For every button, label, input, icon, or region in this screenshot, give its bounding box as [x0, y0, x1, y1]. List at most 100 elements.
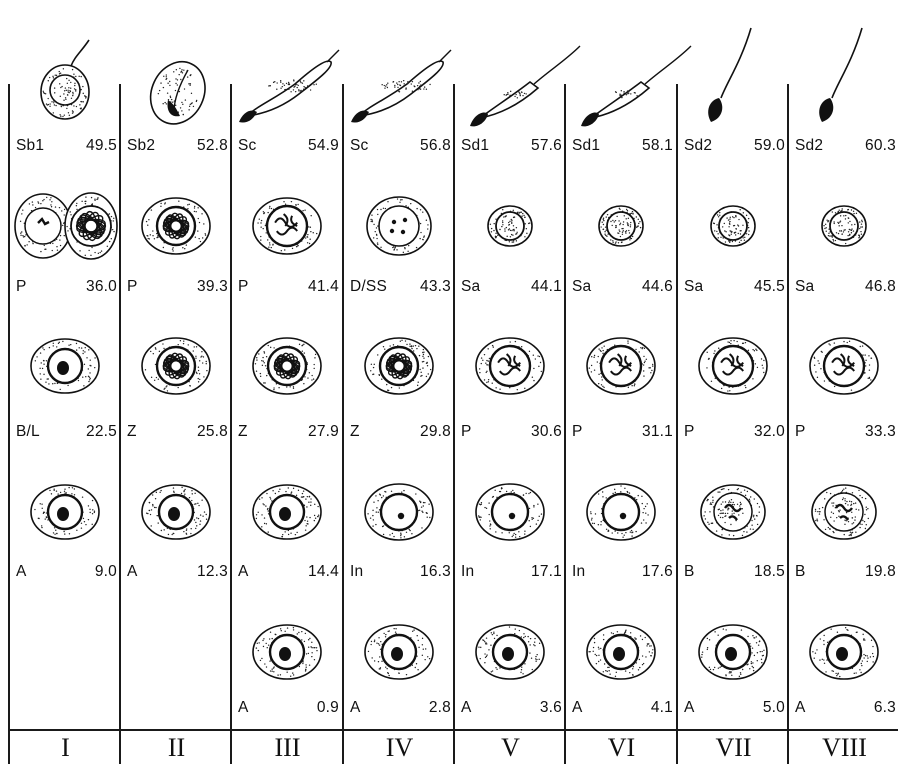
round-spermatid-small-icon: [455, 171, 565, 281]
dark-nucleus-cell-large-icon: [678, 597, 788, 707]
intermediate-cell-icon: [344, 457, 454, 567]
cell-type-code: P: [16, 276, 27, 298]
pachytene-cell-icon: [232, 171, 342, 281]
round-spermatid-small-icon: [678, 171, 788, 281]
cell-age-value: 36.0: [86, 276, 117, 298]
cell-age-value: 17.1: [531, 561, 562, 583]
cell-type-code: A: [461, 697, 472, 719]
cell-type-code: In: [461, 561, 474, 583]
cell-label: A4.1: [566, 697, 675, 719]
cell-age-value: 16.3: [420, 561, 451, 583]
zygotene-cell-icon: [232, 311, 342, 421]
cell-age-value: 57.6: [531, 135, 562, 157]
cell-type-code: P: [684, 421, 695, 443]
cell-type-code: In: [350, 561, 363, 583]
cell-age-value: 9.0: [95, 561, 117, 583]
intermediate-cell-icon: [455, 457, 565, 567]
dark-nucleus-cell-large-icon: [566, 597, 676, 707]
b-l-spermatocyte-pair-icon: [10, 171, 120, 281]
cell-type-code: Sd1: [461, 135, 489, 157]
stage-numeral: II: [121, 731, 232, 764]
cell-age-value: 45.5: [754, 276, 785, 298]
cell-label: P 41.4: [232, 276, 341, 298]
cell-type-code: Z: [127, 421, 137, 443]
cell-age-value: 19.8: [865, 561, 896, 583]
cell-label: P 36.0: [10, 276, 119, 298]
cap-spermatid-icon: [121, 37, 231, 147]
cell-age-value: 58.1: [642, 135, 673, 157]
cell-age-value: 0.9: [317, 697, 339, 719]
cell-age-value: 44.1: [531, 276, 562, 298]
cell-type-code: Z: [350, 421, 360, 443]
cell-age-value: 43.3: [420, 276, 451, 298]
dark-nucleus-cell-large-icon: [344, 597, 454, 707]
cell-type-code: P: [795, 421, 806, 443]
dark-nucleus-cell-large-icon: [232, 457, 342, 567]
cell-age-value: 31.1: [642, 421, 673, 443]
elongating-spermatid-icon: [232, 37, 342, 147]
type-b-cell-icon: [678, 457, 788, 567]
cell-age-value: 30.6: [531, 421, 562, 443]
cell-type-code: Sc: [238, 135, 257, 157]
mature-spermatid-icon: [678, 37, 788, 147]
zygotene-cell-icon: [121, 311, 231, 421]
round-spermatid-small-icon: [789, 171, 898, 281]
cell-type-code: B: [684, 561, 695, 583]
cell-type-code: A: [350, 697, 361, 719]
cell-type-code: Sb1: [16, 135, 44, 157]
cell-type-code: In: [572, 561, 585, 583]
cell-age-value: 17.6: [642, 561, 673, 583]
condensing-spermatid-icon: [566, 37, 676, 147]
cell-age-value: 46.8: [865, 276, 896, 298]
cell-age-value: 12.3: [197, 561, 228, 583]
cell-type-code: Sa: [684, 276, 703, 298]
cell-age-value: 44.6: [642, 276, 673, 298]
cell-label: Sd260.3: [789, 135, 898, 157]
cell-age-value: 2.8: [429, 697, 451, 719]
pachytene-cell-icon: [678, 311, 788, 421]
cell-label: Sa 44.6: [566, 276, 675, 298]
cell-age-value: 41.4: [308, 276, 339, 298]
cell-type-code: Sa: [795, 276, 814, 298]
cell-label: A5.0: [678, 697, 787, 719]
pachytene-cell-icon: [789, 311, 898, 421]
zygotene-cell-icon: [344, 311, 454, 421]
cell-type-code: P: [127, 276, 138, 298]
elongating-spermatid-icon: [344, 37, 454, 147]
mature-spermatid-icon: [789, 37, 898, 147]
cell-type-code: P: [461, 421, 472, 443]
cell-type-code: A: [684, 697, 695, 719]
cell-label: A 2.8: [344, 697, 453, 719]
condensing-spermatid-icon: [455, 37, 565, 147]
cell-type-code: A: [572, 697, 583, 719]
stage-numeral: V: [455, 731, 566, 764]
round-spermatid-small-icon: [566, 171, 676, 281]
stage-numeral: III: [232, 731, 343, 764]
dark-nucleus-cell-large-icon: [455, 597, 565, 707]
cell-type-code: Sa: [572, 276, 591, 298]
dark-nucleus-cell-large-icon: [10, 311, 120, 421]
cell-label: In 16.3: [344, 561, 453, 583]
cell-type-code: P: [238, 276, 249, 298]
cell-age-value: 18.5: [754, 561, 785, 583]
cell-label: Sd1 57.6: [455, 135, 564, 157]
cell-age-value: 59.0: [754, 135, 785, 157]
cell-label: In 17.6: [566, 561, 675, 583]
cell-label: B19.8: [789, 561, 898, 583]
cell-label: B 18.5: [678, 561, 787, 583]
cell-label: Sc54.9: [232, 135, 341, 157]
cell-type-code: A: [238, 561, 249, 583]
cell-label: Sd158.1: [566, 135, 675, 157]
cell-label: P 30.6: [455, 421, 564, 443]
